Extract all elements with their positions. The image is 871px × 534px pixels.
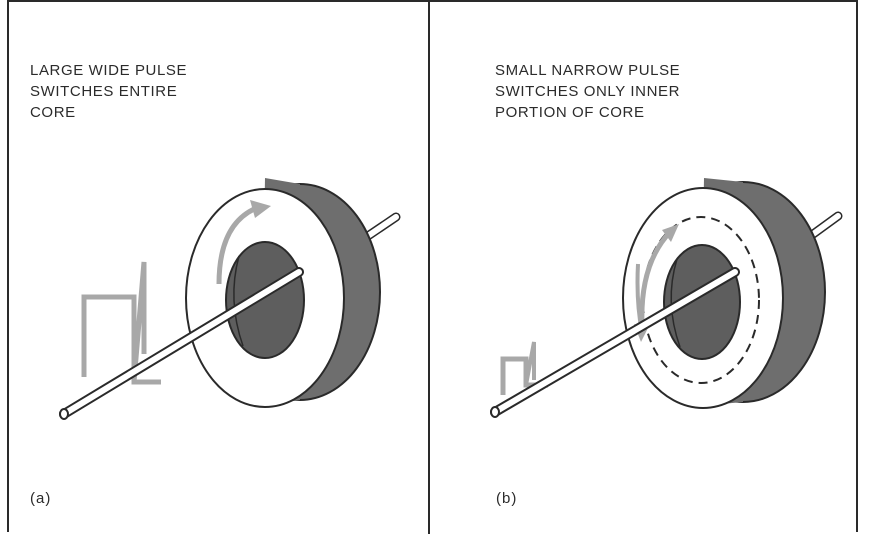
panel-b-caption: SMALL NARROW PULSE SWITCHES ONLY INNER P…	[495, 60, 775, 123]
panel-b-caption-line-1: SMALL NARROW PULSE	[495, 62, 681, 79]
panel-a-caption-line-3: CORE	[30, 104, 76, 121]
panel-b-caption-line-3: PORTION OF CORE	[495, 104, 645, 121]
figure-frame: LARGE WIDE PULSE SWITCHES ENTIRE CORE	[7, 0, 858, 534]
panel-b-core-hole	[663, 244, 741, 360]
panel-a: LARGE WIDE PULSE SWITCHES ENTIRE CORE	[9, 2, 428, 534]
panel-a-switch-arrow	[216, 200, 271, 285]
panel-a-label: (a)	[30, 490, 52, 507]
panel-a-wire-front	[59, 267, 304, 420]
panel-b-core	[622, 178, 826, 409]
panel-b-label: (b)	[496, 490, 518, 507]
panel-a-pulse-waveform	[81, 261, 161, 385]
panel-b-inner-portion-boundary	[642, 216, 760, 384]
panel-divider	[428, 2, 430, 534]
panel-a-core-hole	[225, 241, 305, 359]
panel-b-wire-front	[490, 267, 740, 418]
panel-a-core	[185, 178, 381, 408]
panel-a-caption-line-1: LARGE WIDE PULSE	[30, 62, 188, 79]
panel-a-caption-line-2: SWITCHES ENTIRE	[30, 83, 178, 100]
panel-a-caption: LARGE WIDE PULSE SWITCHES ENTIRE CORE	[30, 60, 290, 123]
panel-b-illustration	[490, 178, 843, 418]
panel-b: SMALL NARROW PULSE SWITCHES ONLY INNER P…	[430, 2, 858, 534]
panel-b-caption-line-2: SWITCHES ONLY INNER	[495, 83, 681, 100]
panel-a-illustration	[59, 178, 401, 420]
